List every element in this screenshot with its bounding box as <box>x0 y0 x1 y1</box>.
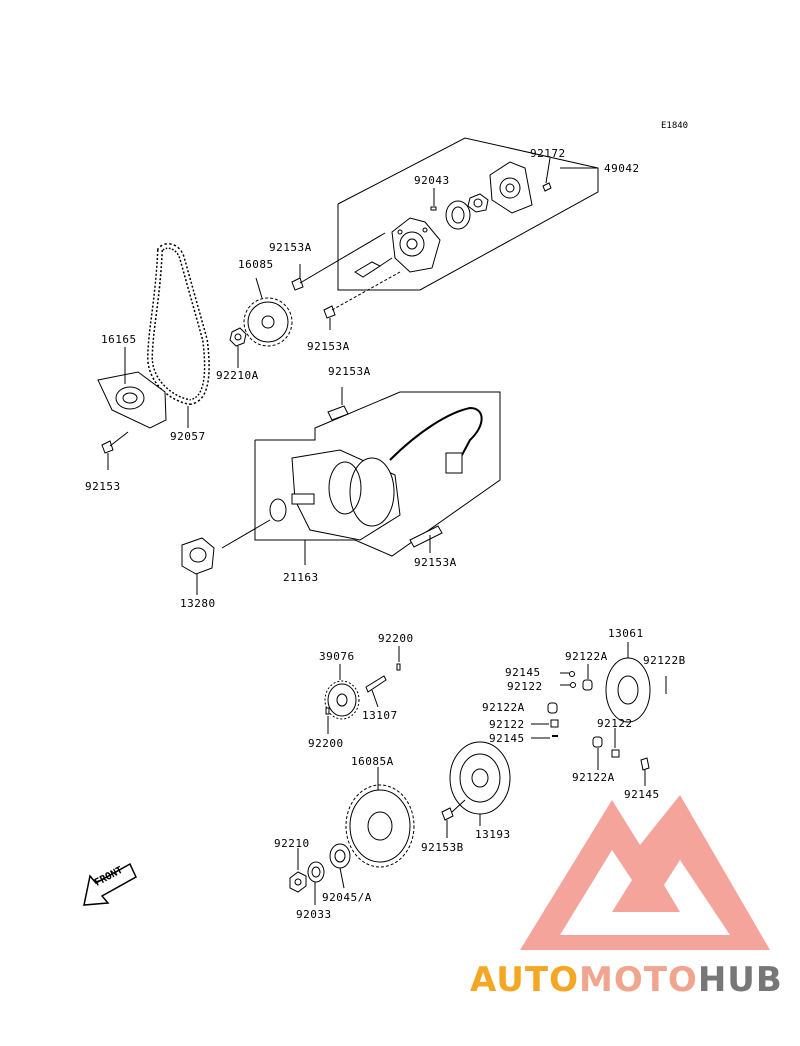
part-label-13280: 13280 <box>180 597 216 610</box>
cover-16165 <box>97 347 167 470</box>
gear-39076 <box>324 664 360 720</box>
part-label-16165: 16165 <box>101 333 137 346</box>
starter-motor-group <box>254 387 501 565</box>
part-label-92210: 92210 <box>274 837 310 850</box>
part-label-92122A-bottom: 92122A <box>572 771 615 784</box>
part-label-92145-top: 92145 <box>505 666 541 679</box>
watermark-hub: HUB <box>697 960 783 1000</box>
part-label-49042: 49042 <box>604 162 640 175</box>
part-label-92200-top: 92200 <box>378 632 414 645</box>
part-label-92045A: 92045/A <box>322 891 372 904</box>
part-label-92122-top: 92122 <box>507 680 543 693</box>
gear-16085A <box>345 767 415 868</box>
part-label-92153B: 92153B <box>421 841 464 854</box>
part-label-92153A-top: 92153A <box>269 241 312 254</box>
part-label-92153A-mid: 92153A <box>307 340 350 353</box>
clutch-13061 <box>605 642 667 723</box>
chain-92057 <box>146 243 210 428</box>
part-label-92122A-mid: 92122A <box>482 701 525 714</box>
shaft-13107 <box>365 675 387 708</box>
nut-92210 <box>289 848 307 893</box>
front-arrow-icon <box>83 862 137 906</box>
part-label-92153A-upper: 92153A <box>328 365 371 378</box>
part-label-92122-right: 92122 <box>597 717 633 730</box>
part-label-92122-mid: 92122 <box>489 718 525 731</box>
part-label-16085: 16085 <box>238 258 274 271</box>
bearing-92045A <box>329 843 351 889</box>
watermark-auto: AUTO <box>470 960 579 1000</box>
part-label-13193: 13193 <box>475 828 511 841</box>
rollers-springs <box>531 664 650 786</box>
part-label-92122B: 92122B <box>643 654 686 667</box>
part-label-92122A-top: 92122A <box>565 650 608 663</box>
part-label-21163: 21163 <box>283 571 319 584</box>
part-label-13061: 13061 <box>608 627 644 640</box>
part-label-13107: 13107 <box>362 709 398 722</box>
part-label-92153A-lower: 92153A <box>414 556 457 569</box>
part-label-92153: 92153 <box>85 480 121 493</box>
part-label-92057: 92057 <box>170 430 206 443</box>
part-label-16085A: 16085A <box>351 755 394 768</box>
part-label-92200-bottom: 92200 <box>308 737 344 750</box>
oil-pump-group <box>291 137 599 330</box>
clutch-13280 <box>181 537 215 595</box>
o-ring-21163 <box>221 498 287 549</box>
part-label-92145-mid: 92145 <box>489 732 525 745</box>
housing-13193 <box>441 741 511 838</box>
part-label-92210A: 92210A <box>216 369 259 382</box>
watermark-moto: MOTO <box>578 960 698 1000</box>
part-label-92172: 92172 <box>530 147 566 160</box>
part-label-39076: 39076 <box>319 650 355 663</box>
part-label-92145-bottom: 92145 <box>624 788 660 801</box>
watermark-logo-icon <box>520 795 770 950</box>
part-label-92043: 92043 <box>414 174 450 187</box>
part-label-92033: 92033 <box>296 908 332 921</box>
sprocket-16085 <box>243 277 293 347</box>
washer-92033 <box>307 861 325 905</box>
pins-92200 <box>325 646 401 734</box>
watermark-text: AUTOMOTOHUB <box>470 960 783 1000</box>
diagram-code: E1840 <box>661 121 689 131</box>
nut-92210A <box>229 327 247 368</box>
